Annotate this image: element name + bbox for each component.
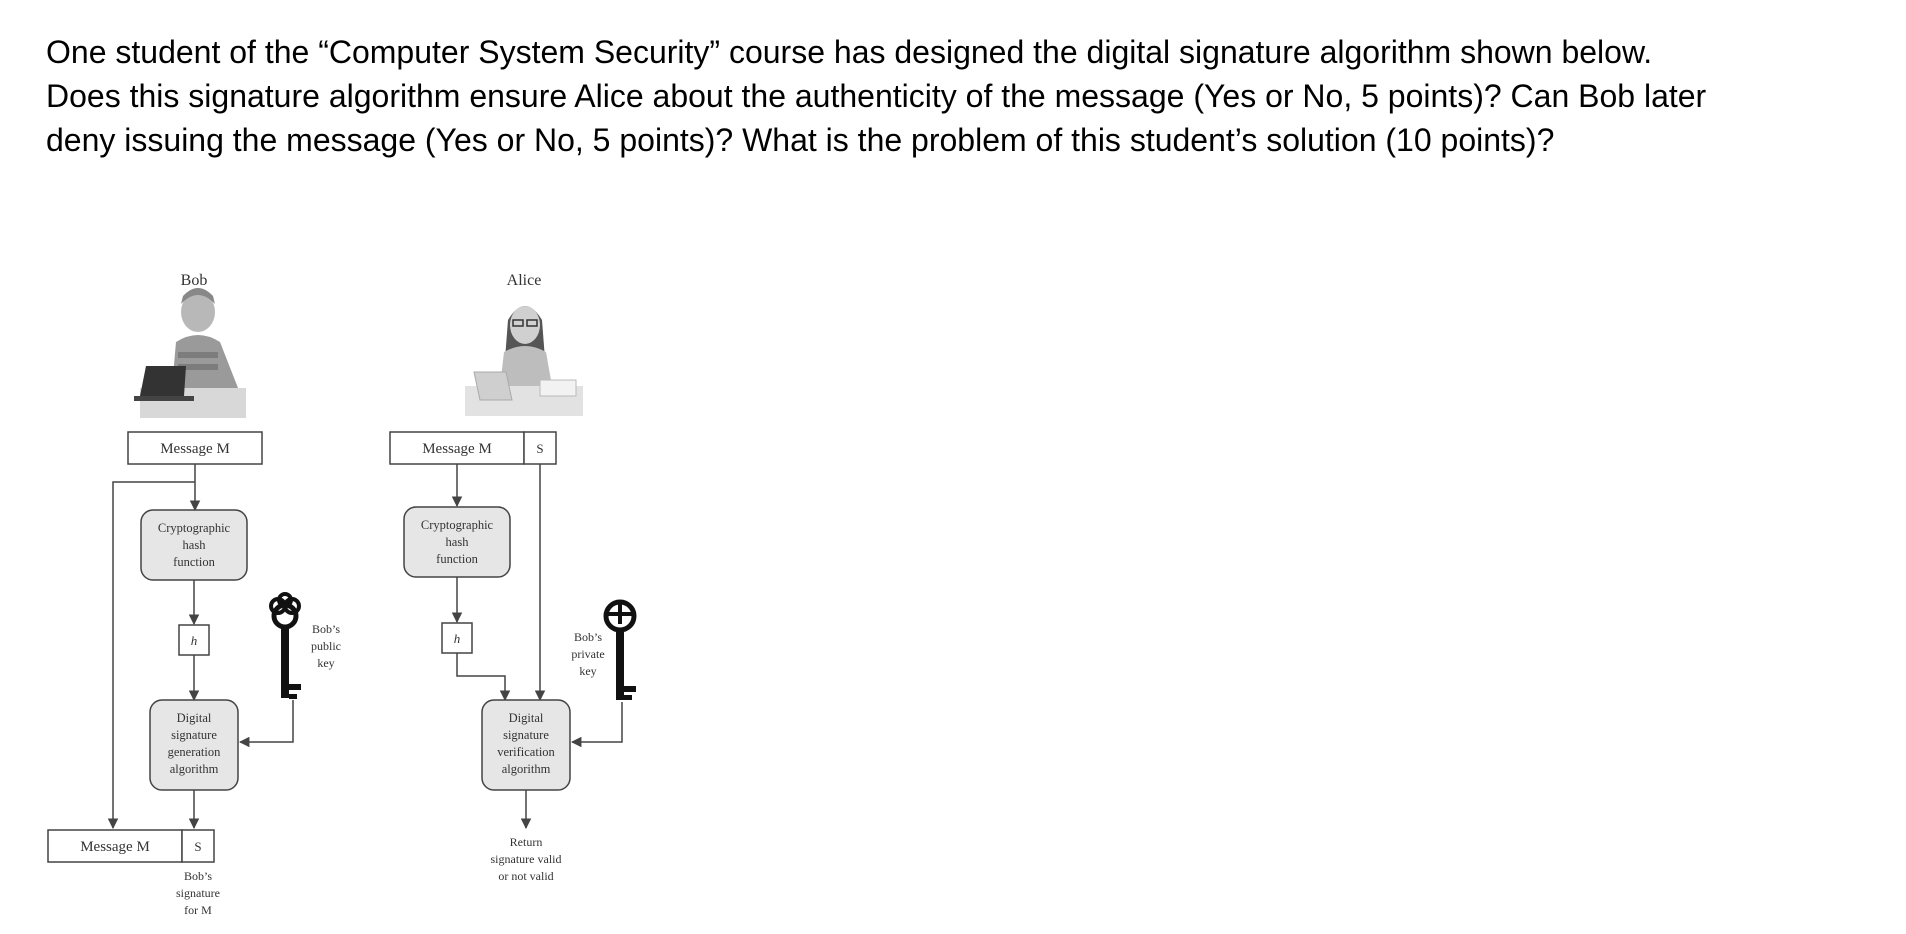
bob-hash-label-2: hash (183, 538, 207, 552)
bob-private-key-label-3: key (579, 664, 596, 678)
bob-sig-gen-label-2: signature (171, 728, 217, 742)
bob-signature-caption-3: for M (184, 903, 212, 917)
question-line-2: Does this signature algorithm ensure Ali… (46, 78, 1707, 114)
alice-result-label-3: or not valid (498, 869, 553, 883)
bob-signature-caption-1: Bob’s (184, 869, 212, 883)
bob-output-message-box (47, 829, 183, 863)
alice-hash-label-3: function (436, 552, 478, 566)
bob-output-s-label: S (194, 839, 201, 854)
bob-sig-gen-label-4: algorithm (170, 762, 219, 776)
bob-private-key-label-1: Bob’s (574, 630, 602, 644)
bob-public-key-label-1: Bob’s (312, 622, 340, 636)
question-line-1: One student of the “Computer System Secu… (46, 34, 1653, 70)
question-text: One student of the “Computer System Secu… (46, 30, 1896, 162)
alice-s-label: S (536, 441, 543, 456)
alice-illustration (465, 306, 583, 416)
bob-public-key-label-2: public (311, 639, 341, 653)
alice-sig-ver-label-2: signature (503, 728, 549, 742)
alice-result-label-2: signature valid (491, 852, 562, 866)
alice-sig-ver-label-3: verification (497, 745, 555, 759)
bob-public-key-icon (269, 592, 301, 699)
alice-message-box (389, 431, 525, 465)
alice-result-label-1: Return (510, 835, 543, 849)
bob-hash-label-1: Cryptographic (158, 521, 231, 535)
alice-sig-ver-label-1: Digital (509, 711, 544, 725)
bob-sig-gen-label-1: Digital (177, 711, 212, 725)
alice-sig-ver-label-4: algorithm (502, 762, 551, 776)
bob-illustration (134, 288, 246, 418)
bob-hash-label-3: function (173, 555, 215, 569)
bob-h-box (178, 624, 210, 656)
alice-hash-label-1: Cryptographic (421, 518, 494, 532)
bob-output-s-box (181, 829, 215, 863)
bob-output-message-label: Message M (80, 839, 150, 855)
bob-private-key-label-2: private (571, 647, 604, 661)
alice-hash-label-2: hash (446, 535, 470, 549)
bob-h-label: h (191, 633, 198, 648)
bob-message-label: Message M (160, 441, 230, 457)
alice-h-box (441, 622, 473, 654)
bob-signature-caption-2: signature (176, 886, 220, 900)
alice-message-label: Message M (422, 441, 492, 457)
question-line-3: deny issuing the message (Yes or No, 5 p… (46, 122, 1555, 158)
bob-private-key-icon (603, 599, 637, 700)
bob-sig-gen-label-3: generation (168, 745, 222, 759)
bob-name: Bob (181, 272, 208, 289)
alice-name: Alice (507, 272, 542, 289)
alice-h-label: h (454, 631, 461, 646)
bob-public-key-label-3: key (317, 656, 334, 670)
